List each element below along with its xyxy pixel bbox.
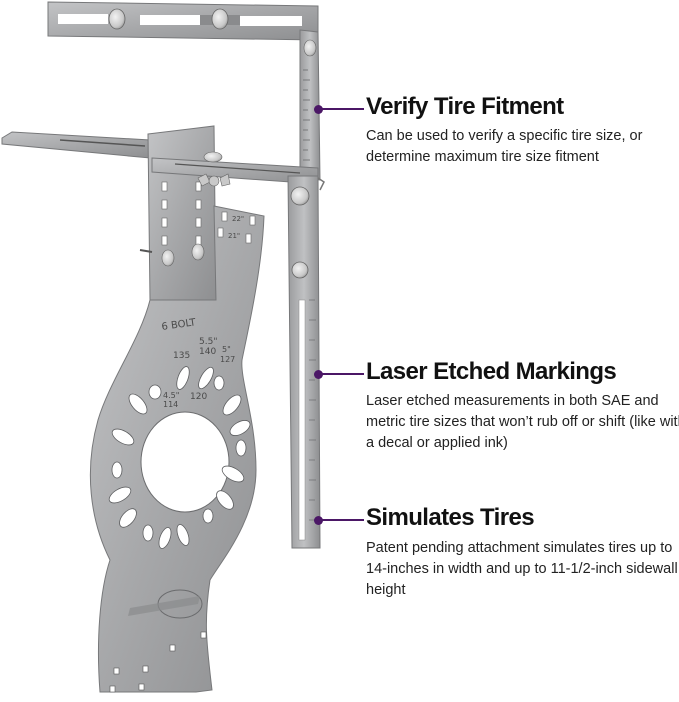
callout-marker-dot — [314, 105, 323, 114]
vertical-slider — [287, 175, 325, 549]
etched-135-label: 135 — [173, 351, 190, 361]
etched-114-label: 114 — [163, 400, 178, 409]
etched-21-label: 21" — [228, 232, 240, 240]
etched-140-label: 140 — [199, 347, 216, 357]
callout-laser-etched: Laser Etched Markings Laser etched measu… — [314, 358, 679, 463]
callout-title: Laser Etched Markings — [366, 358, 617, 385]
etched-5-5-label: 5.5" — [199, 337, 217, 347]
side-arm — [1, 131, 151, 159]
brand-logo — [128, 589, 203, 619]
callout-description: Can be used to verify a specific tire si… — [366, 128, 643, 165]
wing-nut — [197, 173, 231, 187]
callout-title: Verify Tire Fitment — [366, 93, 564, 120]
callout-title: Simulates Tires — [366, 504, 535, 531]
callout-marker-dot — [314, 370, 323, 379]
callout-description: Patent pending attachment simulates tire… — [366, 540, 678, 598]
callout-description: Laser etched measurements in both SAE an… — [366, 393, 679, 451]
callout-connector-line — [320, 373, 364, 375]
callout-connector-line — [320, 519, 364, 521]
etched-120-label: 120 — [190, 392, 207, 402]
callout-verify-fitment: Verify Tire Fitment Can be used to verif… — [314, 93, 679, 176]
etched-4-5-label: 4.5" — [163, 391, 179, 400]
bolt-pattern-plate: 22" 21" 6 BOLT 135 5.5" — [89, 205, 265, 693]
callout-marker-dot — [314, 516, 323, 525]
etched-22-label: 22" — [232, 215, 244, 223]
callout-simulates-tires: Simulates Tires Patent pending attachmen… — [314, 504, 679, 612]
etched-bolt-label: 6 BOLT — [161, 317, 197, 333]
etched-127-label: 127 — [220, 355, 235, 364]
etched-5-label: 5" — [222, 345, 231, 354]
callout-connector-line — [320, 108, 364, 110]
top-bracket — [47, 1, 321, 181]
mounting-plate — [139, 125, 217, 301]
